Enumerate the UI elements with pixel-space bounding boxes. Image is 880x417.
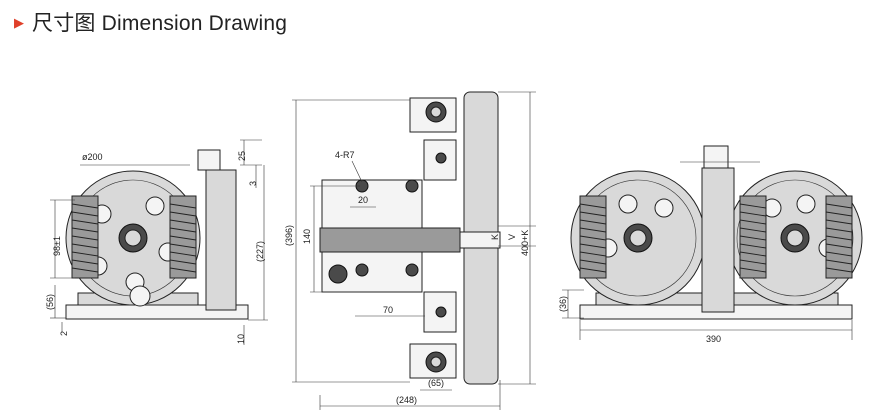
dim-396: (396) — [284, 225, 294, 246]
dim-25: 25 — [237, 151, 247, 161]
right-rail — [701, 167, 735, 313]
section-header: ▶ 尺寸图 Dimension Drawing — [14, 6, 287, 38]
dim-56: (56) — [45, 294, 55, 310]
right-spring — [169, 195, 197, 279]
dim-390: 390 — [706, 334, 721, 344]
center-view: 4-R7 20 (396) 140 70 (65) (248) K V 400+… — [284, 91, 536, 410]
dim-20: 20 — [358, 195, 368, 205]
dim-diameter: ø200 — [82, 152, 103, 162]
left-spring — [71, 195, 99, 279]
dim-36: (36) — [558, 296, 568, 312]
dim-70: 70 — [383, 305, 393, 315]
right-view: (36) 390 — [558, 145, 863, 344]
dim-65: (65) — [428, 378, 444, 388]
dim-k: K — [490, 234, 500, 240]
dim-227: (227) — [255, 241, 265, 262]
dim-400-k: 400+K — [520, 230, 530, 256]
left-view: ø200 25 3 98±1 (227) (56) 2 10 — [45, 139, 268, 345]
dim-v: V — [507, 234, 517, 240]
center-shaft — [319, 227, 461, 253]
dim-3: 3 — [248, 181, 258, 186]
page-title: 尺寸图 Dimension Drawing — [32, 12, 288, 35]
dim-10: 10 — [236, 334, 246, 344]
dim-248: (248) — [396, 395, 417, 405]
dim-2: 2 — [59, 331, 69, 336]
dim-4-r7: 4-R7 — [335, 150, 355, 160]
dim-98: 98±1 — [52, 236, 62, 256]
dim-140: 140 — [302, 229, 312, 244]
guide-rail — [205, 169, 237, 311]
triangle-right-icon: ▶ — [14, 14, 24, 30]
